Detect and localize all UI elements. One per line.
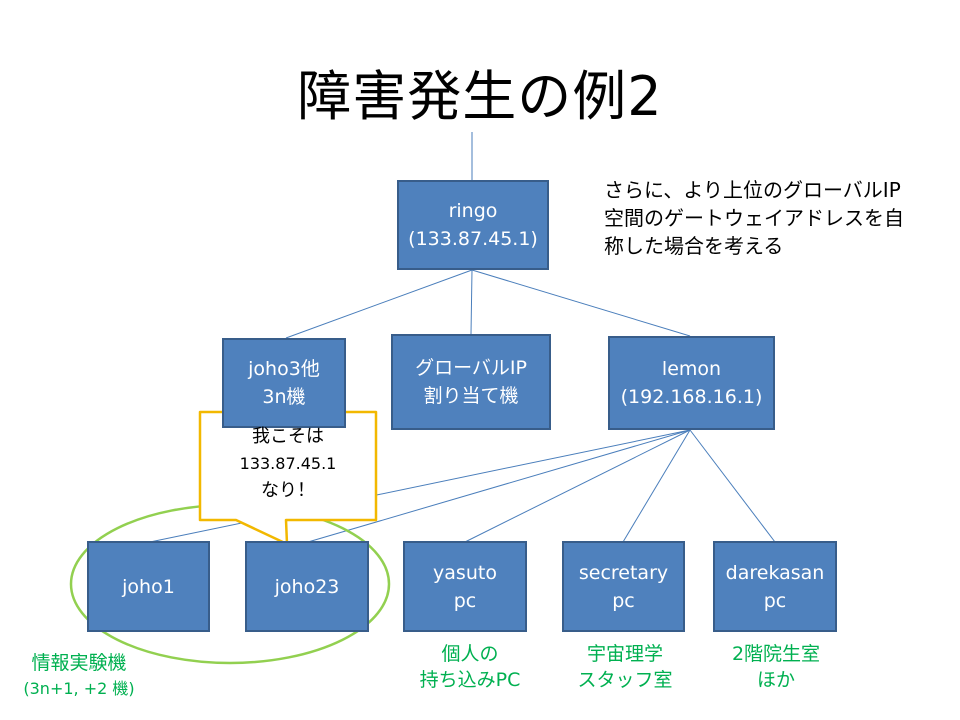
node-label: pc: [763, 589, 787, 612]
node-lemon: lemon (192.168.16.1): [608, 336, 775, 430]
node-label: joho23: [274, 575, 340, 598]
node-global-ip: グローバルIP 割り当て機: [391, 334, 551, 430]
node-address: (133.87.45.1): [408, 228, 538, 250]
node-joho3: joho3他 3n機: [222, 338, 346, 428]
node-label: joho1: [122, 575, 175, 598]
edge-lemon-yasuto: [464, 429, 691, 543]
node-label: ringo: [448, 200, 498, 222]
group-label-space: 宇宙理学 スタッフ室: [560, 641, 690, 693]
callout-line: 我こそは: [252, 426, 324, 447]
edge-ringo-joho3: [285, 269, 473, 339]
scenario-note: さらに、より上位のグローバルIP 空間のゲートウェイアドレスを自 称した場合を考…: [604, 176, 944, 260]
node-label: darekasan: [725, 561, 825, 584]
edge-ringo-global: [470, 269, 473, 335]
callout-text: 我こそは 133.87.45.1 なり！: [202, 423, 374, 504]
group-label-lab: 情報実験機 (3n+1, +2 機): [4, 650, 154, 702]
node-label: yasuto: [433, 561, 497, 584]
group-label-line: 2階院生室: [731, 643, 821, 665]
group-label-line: 宇宙理学: [586, 643, 663, 665]
edge-lemon-joho1: [149, 429, 691, 543]
callout-ip: 133.87.45.1: [239, 454, 337, 473]
callout-bubble: [198, 410, 378, 546]
group-label-line: ほか: [756, 669, 795, 691]
node-label: secretary: [578, 561, 669, 584]
edge-ringo-lemon: [471, 269, 691, 337]
node-address: (192.168.16.1): [620, 386, 763, 408]
node-label: 割り当て機: [423, 385, 519, 407]
node-secretary: secretary pc: [562, 541, 685, 632]
page-title: 障害発生の例2: [297, 65, 663, 128]
callout-line: なり！: [261, 480, 315, 501]
node-label: pc: [612, 589, 635, 612]
group-label-line: スタッフ室: [577, 669, 673, 691]
node-label: 3n機: [262, 386, 306, 408]
node-yasuto: yasuto pc: [403, 541, 527, 632]
node-joho1: joho1: [87, 541, 210, 632]
group-label-line: 情報実験機: [31, 652, 127, 674]
node-darekasan: darekasan pc: [713, 541, 837, 632]
group-label-line: 個人の: [441, 643, 499, 665]
node-label: pc: [453, 589, 477, 612]
edge-lemon-joho23: [307, 429, 691, 543]
edge-lemon-darekasan: [689, 429, 776, 543]
note-line: 称した場合を考える: [604, 234, 784, 258]
group-label-floor2: 2階院生室 ほか: [706, 641, 846, 693]
group-label-line: (3n+1, +2 機): [23, 679, 135, 698]
group-label-line: 持ち込みPC: [419, 669, 521, 691]
node-label: lemon: [661, 358, 722, 380]
edge-lemon-secretary: [622, 429, 691, 543]
node-label: joho3他: [248, 358, 320, 380]
note-line: 空間のゲートウェイアドレスを自: [604, 206, 904, 230]
group-label-personal: 個人の 持ち込みPC: [400, 641, 540, 693]
node-ringo: ringo (133.87.45.1): [397, 180, 549, 270]
node-label: グローバルIP: [415, 357, 527, 379]
note-line: さらに、より上位のグローバルIP: [604, 178, 901, 202]
node-joho23: joho23: [245, 541, 369, 632]
